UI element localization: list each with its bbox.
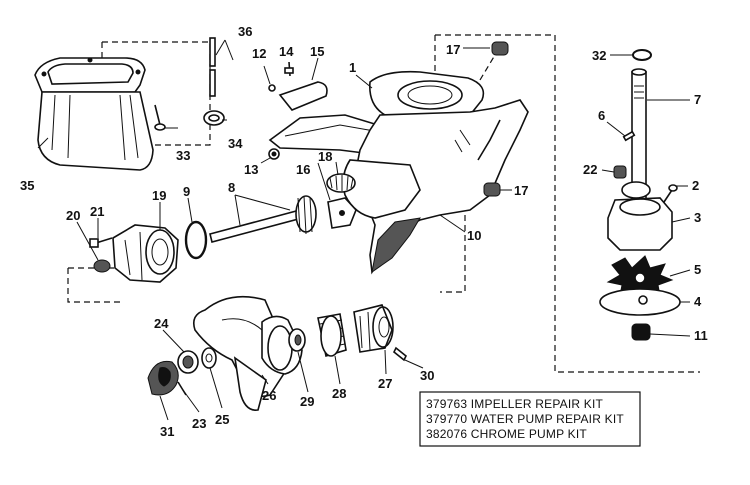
repair-kit-box: 379763 IMPELLER REPAIR KIT 379770 WATER …: [419, 391, 641, 447]
callout-20: 20: [66, 208, 80, 223]
kit-line-water-pump: 379770 WATER PUMP REPAIR KIT: [426, 412, 624, 426]
callout-26: 26: [262, 388, 276, 403]
seal-part-34: [203, 110, 225, 126]
callout-17-top: 17: [446, 42, 460, 57]
callout-12: 12: [252, 46, 266, 61]
callout-13: 13: [244, 162, 258, 177]
callout-34: 34: [228, 136, 243, 151]
callout-23: 23: [192, 416, 206, 431]
callout-11: 11: [694, 328, 708, 343]
callout-numbers: 1 2 3 4 5 6 7 8 9 10 11 12 13 14 15 16 1…: [20, 24, 708, 439]
pin-part-30: [392, 346, 408, 362]
kit-line-impeller: 379763 IMPELLER REPAIR KIT: [426, 397, 604, 411]
callout-27: 27: [378, 376, 392, 391]
bearing-assembly-part-27: [353, 304, 394, 353]
callout-25: 25: [215, 412, 229, 427]
callout-19: 19: [152, 188, 166, 203]
pinion-gear-part-18: [326, 173, 356, 193]
callout-15: 15: [310, 44, 324, 59]
callout-17-side: 17: [514, 183, 528, 198]
gearcase-housing-part-1: [268, 70, 529, 275]
callout-35: 35: [20, 178, 34, 193]
callout-2: 2: [692, 178, 699, 193]
callout-30: 30: [420, 368, 434, 383]
plug-part-17-side: [483, 182, 501, 197]
grommet-part-22: [613, 165, 627, 179]
prop-nut-part-24: [177, 350, 199, 374]
pump-housing-part-3: [607, 181, 673, 251]
callout-36: 36: [238, 24, 252, 39]
callout-3: 3: [694, 210, 701, 225]
plate-part-4: [599, 288, 681, 316]
callout-16: 16: [296, 162, 310, 177]
callout-5: 5: [694, 262, 701, 277]
callout-24: 24: [154, 316, 169, 331]
callout-29: 29: [300, 394, 314, 409]
thrust-bearing-part-29: [288, 328, 306, 352]
propeller-shaft-part-8: [209, 194, 317, 243]
callout-1: 1: [349, 60, 356, 75]
screw-part-33: [154, 104, 166, 131]
plug-part-17-top: [491, 41, 509, 56]
callout-21: 21: [90, 204, 104, 219]
kit-line-chrome-pump: 382076 CHROME PUMP KIT: [426, 427, 587, 441]
callout-28: 28: [332, 386, 346, 401]
callout-6: 6: [598, 108, 605, 123]
callout-7: 7: [694, 92, 701, 107]
o-ring-part-9: [184, 220, 208, 260]
screw-part-21: [89, 237, 113, 248]
exhaust-housing-part-35: [34, 57, 154, 171]
forward-gear-part-28: [317, 313, 347, 358]
small-parts-12-14-15: [263, 57, 328, 111]
washer-part-20: [93, 259, 111, 273]
prop-cone-part-31: [147, 360, 179, 396]
clutch-dog-part-16: [327, 197, 357, 229]
callout-10: 10: [467, 228, 481, 243]
callout-33: 33: [176, 148, 190, 163]
callout-18: 18: [318, 149, 332, 164]
callout-31: 31: [160, 424, 174, 439]
callout-14: 14: [279, 44, 294, 59]
bushing-part-11: [631, 323, 651, 341]
leader-lines: [37, 47, 691, 421]
thrust-washer-part-25: [201, 347, 217, 369]
callout-8: 8: [228, 180, 235, 195]
callout-4: 4: [694, 294, 702, 309]
key-part-6: [622, 130, 636, 142]
nut-part-13: [268, 148, 280, 160]
callout-22: 22: [583, 162, 597, 177]
o-ring-part-32: [632, 49, 652, 61]
callout-32: 32: [592, 48, 606, 63]
callout-9: 9: [183, 184, 190, 199]
bearing-housing-part-19: [112, 224, 179, 283]
pins-part-36: [209, 37, 234, 97]
